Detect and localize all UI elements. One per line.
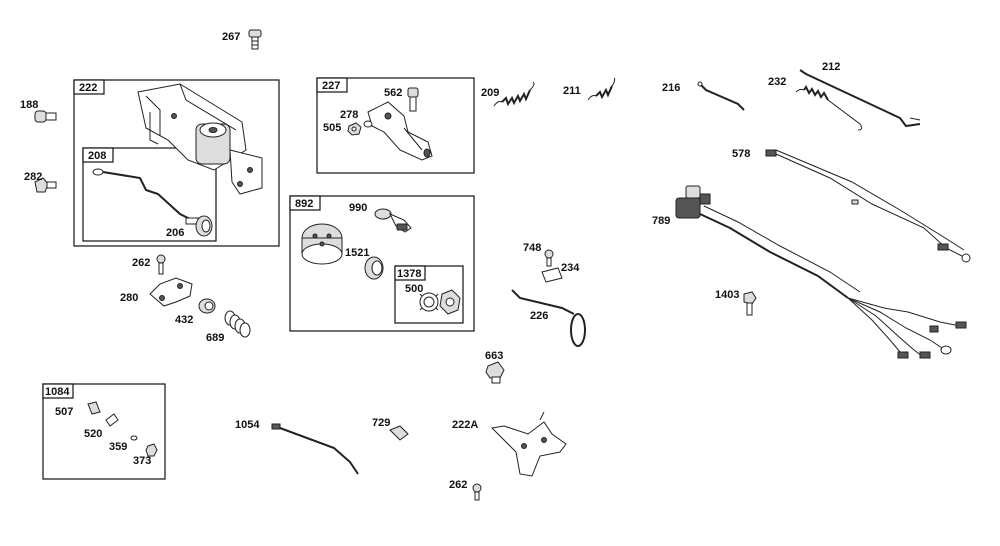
callout-1521: 1521 (345, 247, 369, 259)
washer-500-part (419, 292, 439, 312)
lever-227-part (367, 101, 433, 161)
group-222-label: 222 (79, 82, 97, 94)
callout-226: 226 (530, 310, 548, 322)
group-227: 227 (316, 77, 475, 174)
screw-748-part (544, 249, 554, 267)
callout-689: 689 (206, 332, 224, 344)
callout-280: 280 (120, 292, 138, 304)
wire-harness-789-part (675, 185, 967, 359)
callout-520: 520 (84, 428, 102, 440)
bracket-280-part (149, 277, 193, 307)
screw-282-part (34, 177, 57, 193)
nut-663-part (485, 361, 505, 384)
callout-663: 663 (485, 350, 503, 362)
rod-226-part (511, 289, 586, 347)
group-892: 892 (289, 195, 475, 332)
callout-748: 748 (523, 242, 541, 254)
callout-789: 789 (652, 215, 670, 227)
throttle-bracket-222-part (137, 83, 263, 195)
bracket-222A-part (490, 411, 567, 477)
callout-262-top: 262 (132, 257, 150, 269)
callout-234: 234 (561, 262, 580, 274)
spring-232-part (795, 85, 863, 131)
group-1378: 1378 (394, 265, 464, 324)
group-1084: 1084 (42, 383, 166, 480)
group-208: 208 (82, 147, 217, 242)
callout-432: 432 (175, 314, 193, 326)
group-227-label: 227 (322, 80, 340, 92)
spring-209-part (493, 81, 535, 107)
callout-578: 578 (732, 148, 750, 160)
group-208-label: 208 (88, 150, 106, 162)
callout-359: 359 (109, 441, 127, 453)
callout-562: 562 (384, 87, 402, 99)
cable-578-part (765, 149, 971, 263)
callout-282: 282 (24, 171, 42, 183)
callout-278: 278 (340, 109, 358, 121)
callout-990: 990 (349, 202, 367, 214)
callout-212: 212 (822, 61, 840, 73)
nut-505-part (347, 122, 362, 136)
callout-206: 206 (166, 227, 184, 239)
callout-505: 505 (323, 122, 341, 134)
spring-211-part (587, 77, 616, 101)
group-222: 222 (73, 79, 280, 247)
group-1084-label: 1084 (45, 386, 70, 398)
screw-262-top-part (156, 254, 166, 275)
callout-1403: 1403 (715, 289, 739, 301)
washer-359-part (130, 435, 138, 441)
group-892-label: 892 (295, 198, 313, 210)
screw-262-bottom-part (472, 483, 482, 501)
clip-234-part (541, 267, 563, 283)
callout-500: 500 (405, 283, 423, 295)
rod-216-part (697, 81, 745, 111)
callout-262-bottom: 262 (449, 479, 467, 491)
callout-373: 373 (133, 455, 151, 467)
callout-222A: 222A (452, 419, 478, 431)
bolt-1403-part (743, 291, 757, 316)
group-1378-label: 1378 (397, 268, 421, 280)
screw-267-part (248, 29, 262, 50)
callout-267: 267 (222, 31, 240, 43)
spring-689-part (224, 310, 251, 338)
clip-520-part (105, 413, 119, 427)
throttle-rod-208-part (92, 168, 197, 223)
bolt-188-part (34, 110, 57, 123)
ignition-switch-892-part (301, 223, 343, 265)
key-990-part (374, 208, 412, 233)
clamp-507-part (87, 401, 101, 415)
callout-507: 507 (55, 406, 73, 418)
knob-206-part (185, 215, 213, 237)
callout-188: 188 (20, 99, 38, 111)
bolt-562-part (407, 87, 419, 112)
callout-211: 211 (563, 85, 581, 97)
callout-1054: 1054 (235, 419, 260, 431)
nut-1521-part (364, 256, 384, 280)
nut-373-part (145, 443, 158, 457)
callout-232: 232 (768, 76, 786, 88)
callout-216: 216 (662, 82, 680, 94)
nut-1378-part (439, 289, 461, 315)
callout-209: 209 (481, 87, 499, 99)
clip-729-part (389, 425, 409, 441)
collar-432-part (198, 298, 216, 314)
tie-strap-1054-part (271, 423, 359, 475)
callout-729: 729 (372, 417, 390, 429)
rod-212-part (799, 69, 921, 128)
washer-278-part (363, 120, 373, 128)
